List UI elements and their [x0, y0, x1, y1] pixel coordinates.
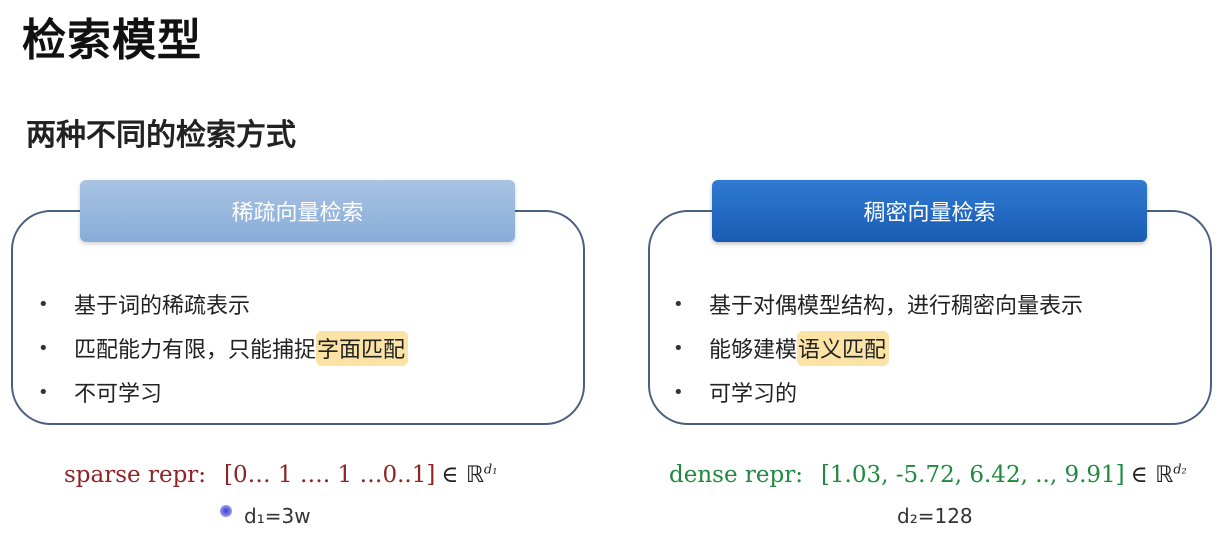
- dense-retrieval-header: 稠密向量检索: [712, 180, 1147, 242]
- real-space-symbol: ℝ: [1154, 462, 1174, 488]
- list-item: • 基于词的稀疏表示: [38, 282, 408, 326]
- list-item: • 匹配能力有限，只能捕捉字面匹配: [38, 326, 409, 370]
- list-item: • 可学习的: [673, 370, 1083, 414]
- bullet-icon: •: [38, 337, 49, 359]
- bullet-text: 匹配能力有限，只能捕捉: [74, 338, 317, 363]
- bullet-text: 基于词的稀疏表示: [74, 294, 251, 319]
- sparse-retrieval-header: 稀疏向量检索: [80, 180, 515, 242]
- dense-retrieval-panel: [648, 210, 1212, 425]
- formula-vector: [1.03, -5.72, 6.42, .., 9.91]: [820, 462, 1125, 488]
- formula-label: dense repr:: [669, 462, 803, 488]
- bullet-icon: •: [38, 381, 49, 403]
- slide-subtitle: 两种不同的检索方式: [26, 118, 296, 153]
- list-item: • 不可学习: [38, 370, 408, 414]
- bullet-icon: •: [38, 293, 49, 315]
- bullet-text: 可学习的: [709, 382, 798, 407]
- bullet-text: 不可学习: [74, 382, 163, 407]
- sparse-repr-formula: sparse repr: [0… 1 …. 1 …0..1]∈ ℝd₁: [64, 462, 497, 488]
- highlighted-text: 语义匹配: [797, 330, 890, 366]
- bullet-icon: •: [673, 381, 684, 403]
- list-item: • 能够建模语义匹配: [673, 326, 1083, 370]
- laser-pointer-icon: [220, 505, 232, 517]
- element-of-symbol: ∈: [441, 462, 459, 488]
- element-of-symbol: ∈: [1130, 462, 1148, 488]
- bullet-icon: •: [673, 293, 684, 315]
- dimension-exponent: d₂: [1173, 462, 1187, 478]
- formula-label: sparse repr:: [64, 462, 207, 488]
- formula-vector: [0… 1 …. 1 …0..1]: [224, 462, 436, 488]
- list-item: • 基于对偶模型结构，进行稠密向量表示: [673, 282, 1083, 326]
- sparse-bullet-list: • 基于词的稀疏表示 • 匹配能力有限，只能捕捉字面匹配 • 不可学习: [38, 282, 409, 414]
- dense-bullet-list: • 基于对偶模型结构，进行稠密向量表示 • 能够建模语义匹配 • 可学习的: [673, 282, 1083, 414]
- dimension-exponent: d₁: [483, 462, 498, 478]
- sparse-retrieval-panel: [11, 210, 585, 425]
- bullet-text: 基于对偶模型结构，进行稠密向量表示: [709, 294, 1084, 319]
- bullet-text: 能够建模: [709, 338, 798, 363]
- dense-dimension: d₂=128: [897, 504, 973, 528]
- real-space-symbol: ℝ: [465, 462, 484, 488]
- bullet-icon: •: [673, 337, 684, 359]
- highlighted-text: 字面匹配: [316, 330, 409, 366]
- slide-title: 检索模型: [22, 15, 202, 66]
- sparse-dimension: d₁=3w: [244, 504, 311, 528]
- dense-repr-formula: dense repr: [1.03, -5.72, 6.42, .., 9.91]…: [669, 462, 1187, 488]
